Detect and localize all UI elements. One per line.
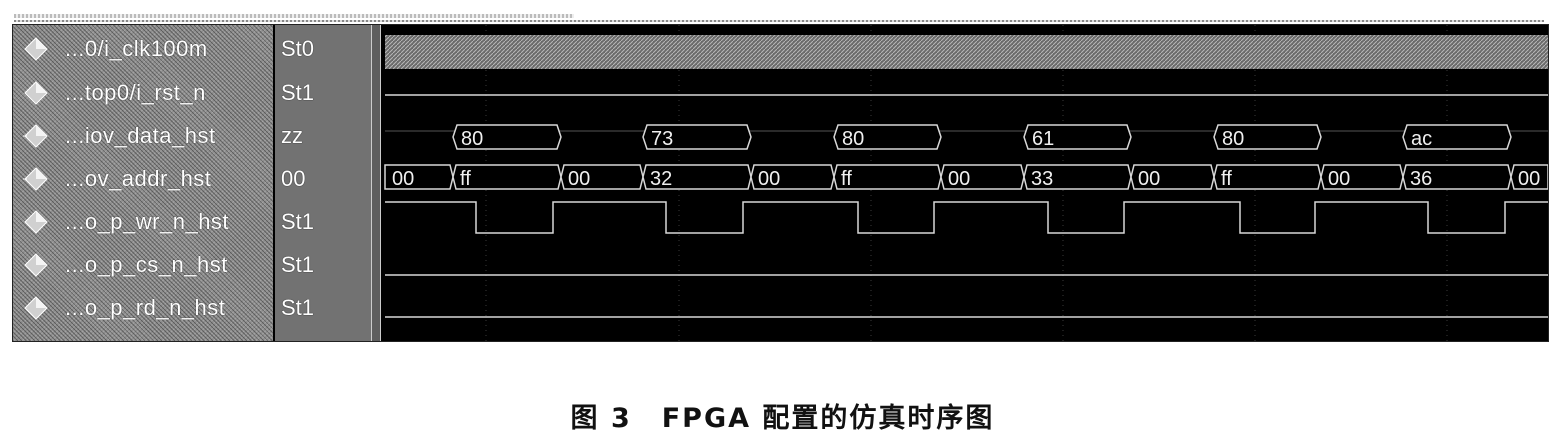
signal-value: 00 xyxy=(281,166,306,191)
addr-hst-segment xyxy=(1510,164,1548,190)
signal-name: ...o_p_wr_n_hst xyxy=(65,209,230,234)
addr-hst-segment xyxy=(1023,164,1132,190)
addr-hst-label: 00 xyxy=(948,168,970,190)
signal-value: zz xyxy=(281,123,303,148)
signal-name: ...iov_data_hst xyxy=(65,123,216,148)
signal-name: ...o_p_cs_n_hst xyxy=(65,252,228,277)
addr-hst-segment xyxy=(1320,164,1404,190)
addr-hst-label: ff xyxy=(841,168,852,190)
signal-value: St1 xyxy=(281,252,315,277)
signal-value: St0 xyxy=(281,36,315,61)
addr-hst-segment xyxy=(1130,164,1215,190)
data-hst-segment xyxy=(1402,124,1512,150)
data-hst-label: 73 xyxy=(651,128,673,150)
addr-hst-label: ff xyxy=(460,168,471,190)
signal-value-pane xyxy=(275,25,371,341)
diamond-icon xyxy=(23,252,49,278)
wr-n-wave xyxy=(385,201,1548,234)
data-hst-wave: 80 73 80 61 80 ac xyxy=(385,124,1548,150)
addr-hst-label: 00 xyxy=(568,168,590,190)
figure-title: FPGA 配置的仿真时序图 xyxy=(661,403,995,434)
figure-number: 图 3 xyxy=(570,403,632,434)
data-hst-segment xyxy=(642,124,752,150)
waveform-window: ...0/i_clk100m ...top0/i_rst_n ...iov_da… xyxy=(12,24,1549,342)
waveform-canvas[interactable]: 80 73 80 61 80 ac 00 ff 00 32 00 ff 00 33 00 ff 00 36 00 xyxy=(381,25,1548,341)
signal-row-rst[interactable]: ...top0/i_rst_n xyxy=(13,73,273,113)
signal-name: ...top0/i_rst_n xyxy=(65,80,206,105)
pane-divider[interactable] xyxy=(371,25,381,341)
signal-row-cs-n[interactable]: ...o_p_cs_n_hst xyxy=(13,245,273,285)
addr-hst-segment xyxy=(384,164,454,190)
addr-hst-label: 36 xyxy=(1410,168,1432,190)
top-rule-lower xyxy=(14,20,1544,22)
clk-wave xyxy=(385,35,1548,69)
data-hst-segment xyxy=(452,124,562,150)
addr-hst-wave: 00 ff 00 32 00 ff 00 33 00 ff 00 36 00 xyxy=(384,164,1548,190)
diamond-icon xyxy=(23,36,49,62)
addr-hst-segment xyxy=(940,164,1025,190)
data-hst-segment xyxy=(1213,124,1322,150)
data-hst-label: 61 xyxy=(1032,128,1054,150)
signal-name: ...0/i_clk100m xyxy=(65,36,208,61)
data-hst-label: ac xyxy=(1411,128,1432,150)
diamond-icon xyxy=(23,209,49,235)
addr-hst-label: ff xyxy=(1221,168,1232,190)
diamond-icon xyxy=(23,123,49,149)
signal-row-addr-hst[interactable]: ...ov_addr_hst xyxy=(13,159,273,199)
addr-hst-segment xyxy=(1402,164,1512,190)
signal-value: St1 xyxy=(281,295,315,320)
addr-hst-label: 00 xyxy=(758,168,780,190)
signal-name: ...o_p_rd_n_hst xyxy=(65,295,226,320)
data-hst-label: 80 xyxy=(1222,128,1244,150)
diamond-icon xyxy=(23,80,49,106)
addr-hst-segment xyxy=(833,164,942,190)
figure-caption: 图 3 FPGA 配置的仿真时序图 xyxy=(0,396,1565,435)
diamond-icon xyxy=(23,166,49,192)
addr-hst-label: 00 xyxy=(1328,168,1350,190)
addr-hst-segment xyxy=(750,164,835,190)
addr-hst-label: 33 xyxy=(1031,168,1053,190)
data-hst-label: 80 xyxy=(461,128,483,150)
signal-row-data-hst[interactable]: ...iov_data_hst xyxy=(13,116,273,156)
signal-row-clk[interactable]: ...0/i_clk100m xyxy=(13,29,273,69)
data-hst-segment xyxy=(1023,124,1132,150)
top-rule-upper xyxy=(14,14,574,18)
addr-hst-segment xyxy=(1213,164,1322,190)
addr-hst-segment xyxy=(452,164,562,190)
addr-hst-label: 00 xyxy=(1138,168,1160,190)
addr-hst-segment xyxy=(560,164,644,190)
signal-value: St1 xyxy=(281,209,315,234)
addr-hst-label: 32 xyxy=(650,168,672,190)
addr-hst-label: 00 xyxy=(392,168,414,190)
data-hst-label: 80 xyxy=(842,128,864,150)
data-hst-segment xyxy=(833,124,942,150)
signal-row-wr-n[interactable]: ...o_p_wr_n_hst xyxy=(13,202,273,242)
signal-name-pane xyxy=(13,25,273,341)
signal-name: ...ov_addr_hst xyxy=(65,166,212,191)
diamond-icon xyxy=(23,295,49,321)
signal-value: St1 xyxy=(281,80,315,105)
addr-hst-label: 00 xyxy=(1518,168,1540,190)
addr-hst-segment xyxy=(642,164,752,190)
signal-row-rd-n[interactable]: ...o_p_rd_n_hst xyxy=(13,288,273,328)
